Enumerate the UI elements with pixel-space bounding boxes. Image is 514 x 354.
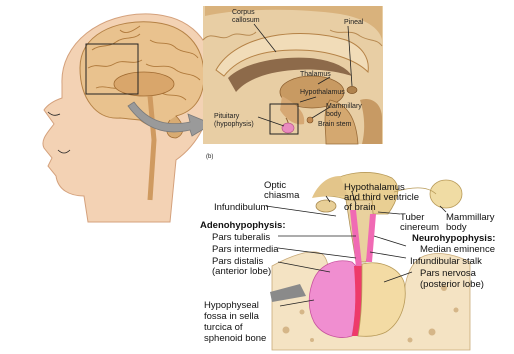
label-fossa-1: Hypophyseal [204, 300, 259, 311]
label-mammillary-b-2: body [326, 111, 342, 118]
panel-label-b: (b) [206, 154, 213, 160]
label-fossa-2: fossa in sella [204, 311, 260, 322]
panel-c: Hypothalamus and third ventricle of brai… [200, 172, 495, 350]
label-pineal: Pineal [344, 19, 364, 26]
label-thalamus: Thalamus [300, 71, 331, 78]
label-tuber-2: cinereum [400, 222, 439, 233]
label-pituitary-1: Pituitary [214, 113, 240, 120]
label-hypothalamus-c-3: of brain [344, 202, 376, 213]
label-fossa-3: turcica of [204, 322, 243, 333]
label-corpus-callosum-2: callosum [232, 17, 260, 24]
label-pars-nervosa-2: (posterior lobe) [420, 279, 484, 290]
label-pars-tuberalis: Pars tuberalis [212, 232, 270, 243]
panel-b: Corpus callosum Pineal Thalamus Hypothal… [203, 6, 383, 160]
label-neurohypophysis: Neurohypophysis: [412, 233, 495, 244]
label-adenohypophysis: Adenohypophysis: [200, 220, 286, 231]
label-fossa-4: sphenoid bone [204, 333, 266, 344]
label-corpus-callosum-1: Corpus [232, 9, 255, 16]
label-brain-stem: Brain stem [318, 121, 352, 128]
label-infundibulum: Infundibulum [214, 202, 268, 213]
label-median-eminence: Median eminence [420, 244, 495, 255]
label-pars-distalis-2: (anterior lobe) [212, 266, 271, 277]
label-infundibular-stalk: Infundibular stalk [410, 256, 482, 267]
label-pars-intermedia: Pars intermedia [212, 244, 279, 255]
label-mammillary-c-2: body [446, 222, 467, 233]
label-mammillary-b-1: Mammillary [326, 103, 362, 110]
label-hypothalamus-b: Hypothalamus [300, 89, 345, 96]
label-optic-2: chiasma [264, 190, 300, 201]
label-pars-nervosa-1: Pars nervosa [420, 268, 477, 279]
label-pituitary-2: (hypophysis) [214, 121, 254, 128]
